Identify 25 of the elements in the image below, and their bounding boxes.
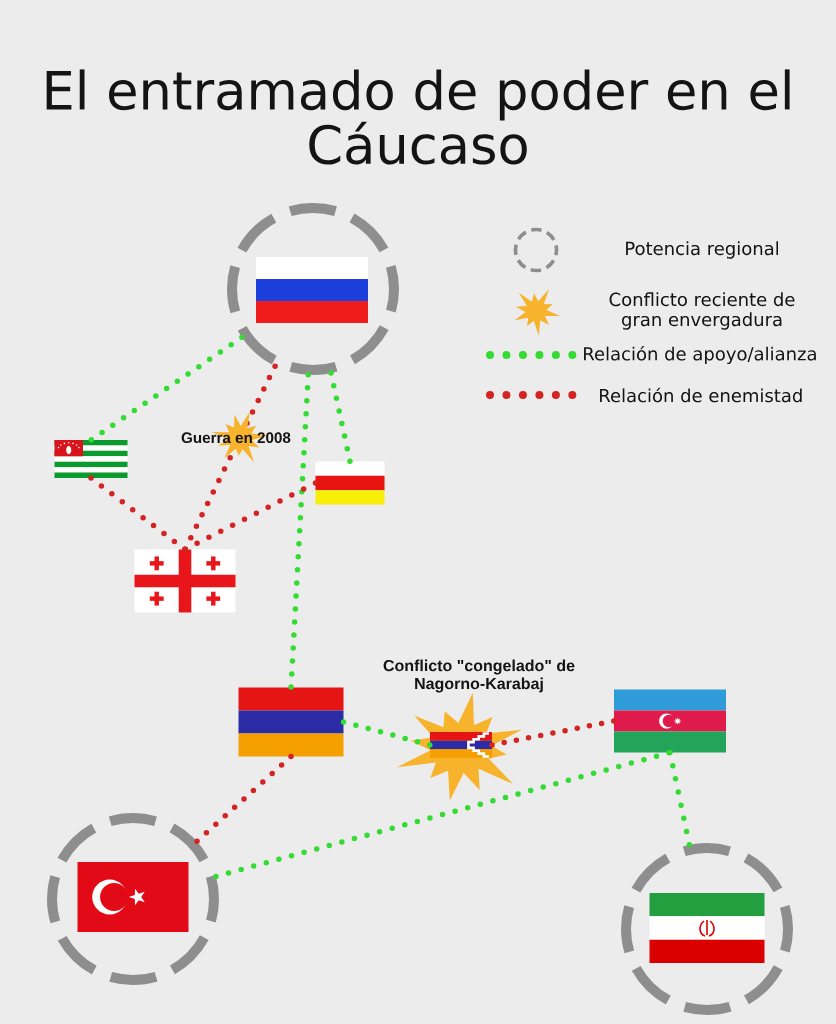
- legend-text: Relación de apoyo/alianza: [584, 345, 816, 365]
- flag: [54, 440, 128, 478]
- legend-text: Potencia regional: [626, 241, 779, 259]
- flag: [649, 893, 765, 963]
- flag: [77, 862, 189, 932]
- title: El entramado de poder en el Cáucaso: [46, 69, 790, 165]
- legend-text: Conflicto reciente de gran envergadura: [609, 292, 795, 330]
- node-label: Conflicto "congelado" de Nagorno-Karabaj: [383, 659, 575, 693]
- flag: [614, 689, 726, 753]
- dashed-circle: [621, 843, 793, 1015]
- legend-text: Relación de enemistad: [600, 387, 802, 403]
- flag: [238, 687, 344, 757]
- dotted-line: [340, 719, 433, 748]
- flag: [256, 257, 368, 323]
- flag: [315, 461, 385, 505]
- dotted-line: [328, 370, 353, 465]
- dashed-circle: [47, 813, 219, 985]
- flag: [430, 732, 492, 758]
- dotted-line: [667, 749, 693, 848]
- dotted-line: [288, 372, 311, 691]
- dotted-line: [194, 753, 294, 845]
- dotted-line: [88, 334, 245, 443]
- dotted-line: [489, 718, 617, 748]
- dashed-circle: [227, 203, 399, 375]
- flag: [134, 549, 236, 613]
